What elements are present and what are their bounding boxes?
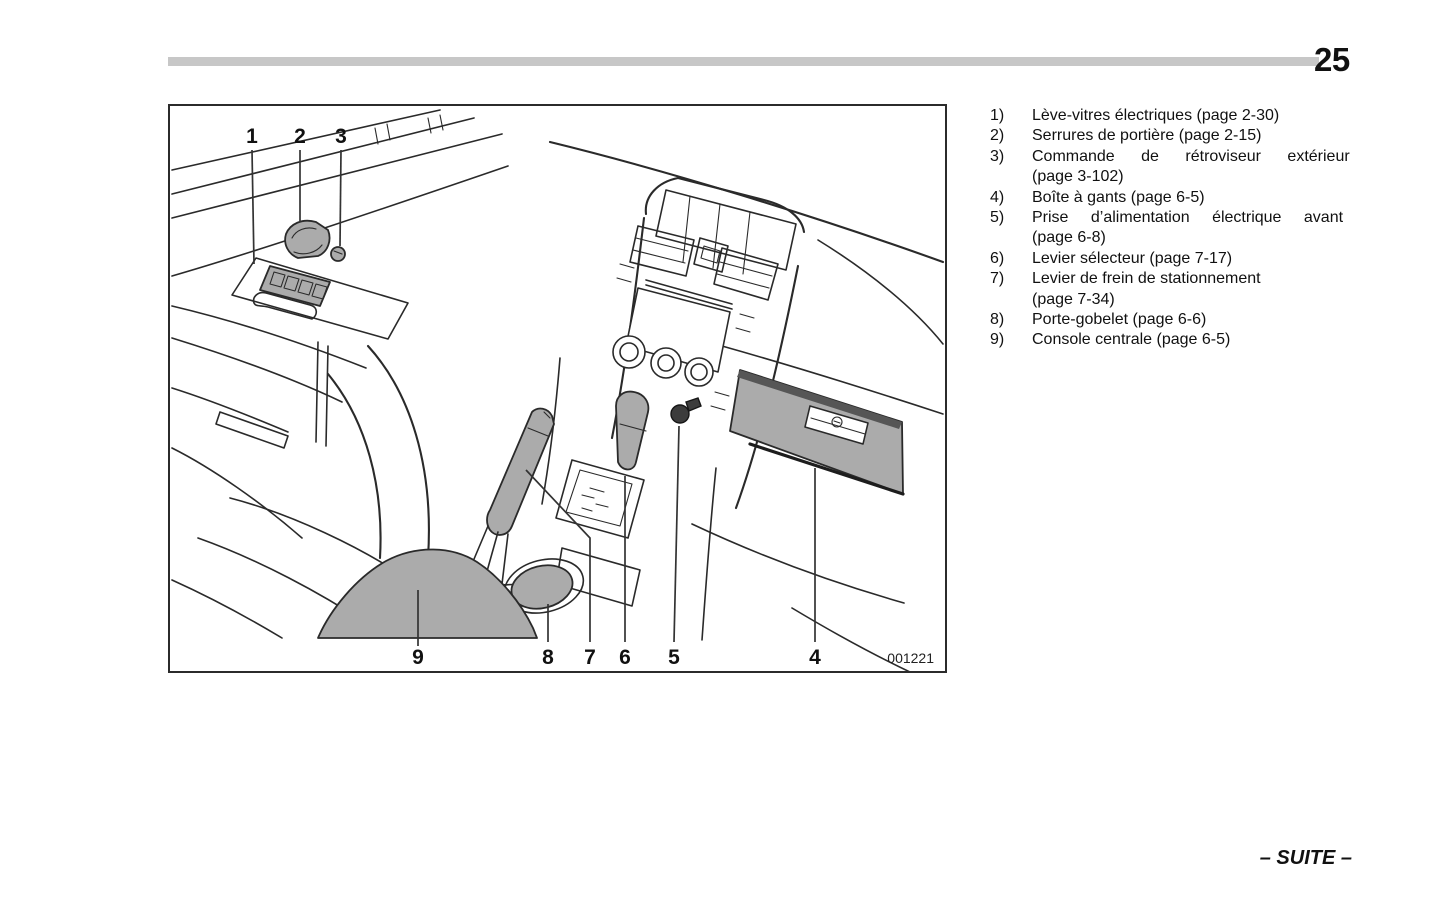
legend-list: 1) Lève-vitres électriques (page 2-30) 2… [990, 106, 1354, 351]
glove-box-drawing [729, 369, 905, 496]
legend-item-label-line2: (page 7-34) [1032, 290, 1115, 308]
window-switch-panel-drawing [259, 265, 331, 307]
legend-item-number: 8) [990, 311, 1005, 329]
cup-holder-drawing [503, 547, 641, 614]
callout-leader-lines [251, 149, 816, 646]
legend-item-number: 3) [990, 147, 1005, 165]
console-tunnel-line [541, 357, 561, 505]
legend-item-label: Commande de rétroviseur extérieur [1032, 147, 1350, 165]
legend-item-3: 3) Commande de rétroviseur extérieur (pa… [990, 147, 1354, 188]
callout-1: 1 [246, 125, 258, 148]
figure-code: 001221 [887, 650, 934, 666]
legend-item-8: 8) Porte-gobelet (page 6-6) [990, 310, 1354, 330]
legend-item-label: Boîte à gants (page 6-5) [1032, 188, 1205, 206]
callout-6: 6 [619, 646, 631, 669]
legend-item-7: 7) Levier de frein de stationnement (pag… [990, 269, 1354, 310]
legend-item-number: 5) [990, 209, 1005, 227]
legend-item-1: 1) Lève-vitres électriques (page 2-30) [990, 106, 1354, 126]
legend-item-number: 9) [990, 331, 1005, 349]
callout-3: 3 [335, 125, 347, 148]
legend-item-label: Levier de frein de stationnement [1032, 270, 1261, 288]
legend-item-label: Console centrale (page 6-5) [1032, 331, 1231, 349]
page-number: 25 [1314, 41, 1350, 78]
legend-item-number: 7) [990, 270, 1005, 288]
callout-7: 7 [584, 646, 596, 669]
interior-diagram-figure: 1 2 3 9 8 7 6 5 4 001221 [168, 104, 947, 673]
footer-suite-marker: – SUITE – [1259, 847, 1352, 869]
callout-9: 9 [412, 646, 424, 669]
callout-4: 4 [809, 646, 821, 669]
legend-item-2: 2) Serrures de portière (page 2-15) [990, 126, 1354, 146]
legend-item-number: 1) [990, 107, 1005, 124]
door-panel-drawing [171, 109, 509, 449]
legend-item-6: 6) Levier sélecteur (page 7-17) [990, 249, 1354, 269]
gear-selector-drawing [555, 390, 650, 539]
legend-item-label: Prise d’alimentation électrique avant [1032, 209, 1344, 227]
power-outlet-drawing [670, 397, 702, 424]
legend-item-label-line2: (page 6-8) [1032, 229, 1106, 247]
legend-item-5: 5) Prise d’alimentation électrique avant… [990, 208, 1354, 249]
legend-item-number: 2) [990, 127, 1005, 145]
legend-item-4: 4) Boîte à gants (page 6-5) [990, 188, 1354, 208]
center-stack-drawing [610, 176, 806, 510]
car-interior-drawing: 1 2 3 9 8 7 6 5 4 001221 [171, 109, 945, 671]
mirror-control-drawing [330, 246, 346, 262]
legend-item-label-line2: (page 3-102) [1032, 168, 1124, 186]
door-lock-handle-drawing [284, 219, 331, 259]
passenger-area-lines [691, 467, 910, 671]
header-rule [168, 57, 1319, 66]
legend-item-number: 6) [990, 249, 1005, 267]
callout-8: 8 [542, 646, 554, 669]
callout-5: 5 [668, 646, 680, 669]
center-console-drawing [317, 548, 538, 639]
legend-item-label: Porte-gobelet (page 6-6) [1032, 311, 1207, 329]
legend-item-label: Serrures de portière (page 2-15) [1032, 127, 1262, 145]
legend-item-number: 4) [990, 188, 1005, 206]
legend-item-label: Levier sélecteur (page 7-17) [1032, 249, 1233, 267]
callout-2: 2 [294, 125, 306, 148]
legend-item-label: Lève-vitres électriques (page 2-30) [1032, 107, 1280, 124]
legend-item-9: 9) Console centrale (page 6-5) [990, 330, 1354, 350]
parking-brake-drawing [465, 407, 555, 586]
